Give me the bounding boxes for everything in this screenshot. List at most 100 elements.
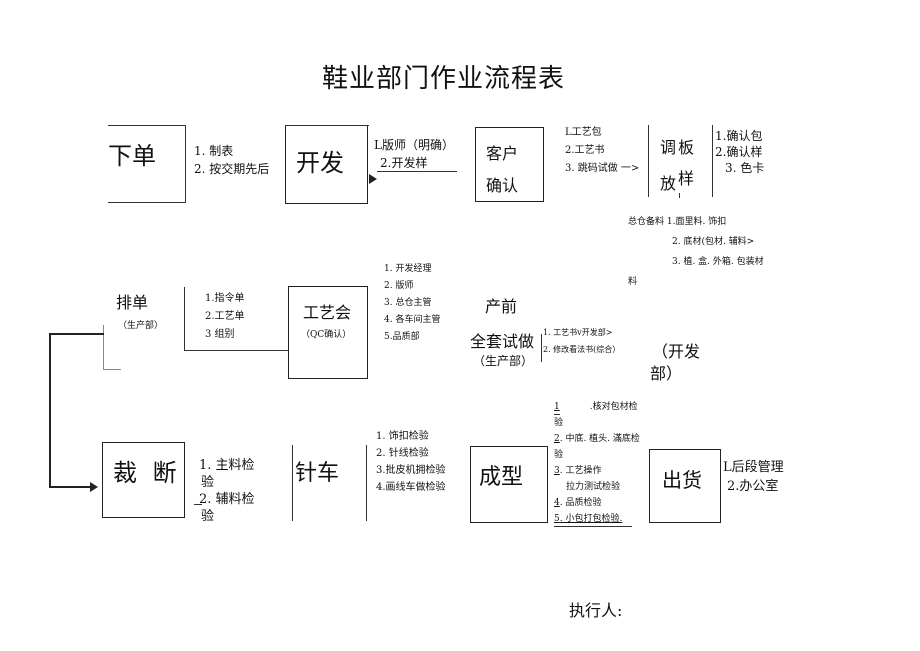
chengxing-step-num: 5 [554,514,560,524]
paidan-divider [184,287,185,351]
tiaoban-char: 样 [678,169,695,188]
chengxing-underline [554,414,560,415]
kehu-label-2: 确认 [486,176,519,195]
paidan-bottom-line [184,350,288,351]
tiaoban-step: 1.确认包 [715,129,763,143]
caiduan-step: 2. 辅料检 [199,492,255,507]
kehu-step: 2.工艺书 [565,145,605,156]
cangku-line: 1.面里料. 饰扣 [666,217,727,227]
caiduan-dash [194,504,202,505]
tiaoban-right-line [712,125,713,197]
xiadan-bottom-line [108,202,186,203]
chanqian-divider [541,334,542,362]
gongyi-label: 工艺会 [303,303,352,322]
tiaoban-steps: 1.确认包 2.确认样 3. 色卡 [715,128,764,176]
cangku-line: 料 [628,277,638,287]
chengxing-step-num: 1 [554,402,560,412]
arrow-icon [369,174,377,184]
gongyi-step: 5.品质部 [384,332,420,342]
kaifabu-line2: 部） [650,364,683,383]
kehu-box: 客户 确认 [475,127,544,202]
connector-top [50,333,104,335]
connector-bottom [49,486,91,488]
kaifa-label: 开发 [296,149,344,177]
gongyi-step: 3. 总仓主管 [384,298,432,308]
xiadan-right-line [185,125,186,203]
zhenche-step: 2. 针线检验 [376,448,429,459]
gongyi-sub: （QC确认） [301,330,352,340]
chanqian-step: 1. 工艺书v开发部> [543,328,613,337]
chanqian-step: 2. 修改看法书(综合） [543,345,621,354]
kehu-step: L工艺包 [565,127,602,138]
chengxing-step-num: 2 [554,434,560,444]
tiaoban-char: 调 [660,138,677,157]
cangku-line: 2. 底材(包材. 辅料> [672,237,755,247]
xiadan-step: 2. 按交期先后 [194,162,270,176]
kaifabu-line1: （开发 [652,342,701,361]
tiaoban-char: 放 [660,174,677,193]
chengxing-step-num: 3 [554,466,560,476]
chengxing-step-num: 4 [554,498,560,508]
xiadan-top-line [108,125,186,126]
kaifa-arrow-line [377,171,457,172]
paidan-step: 2.工艺单 [205,311,245,322]
zhenche-right-line [366,445,367,521]
tiaoban-char: 板 [678,138,695,157]
chengxing-box: 成型 [470,446,548,523]
caiduan-steps: 1. 主料检 验 2. 辅料检 验 [199,457,255,525]
cangku-line: 3. 植. 盒. 外箱. 包装材 [672,257,764,267]
zhenche-step: 3.批皮机拥检验 [376,465,446,476]
cangku-prefix: 总仓备料 [628,217,665,227]
kehu-label-1: 客户 [486,144,519,163]
chengxing-step: . 品质检验 [559,498,602,508]
kehu-steps: L工艺包 2.工艺书 3. 跳码试做 一> [565,124,639,178]
kaifa-step: L版师（明确） [374,138,454,152]
caiduan-step-cont: 验 [201,509,215,524]
chuhuo-box: 出货 [649,449,721,523]
arrow-icon [90,482,98,492]
chengxing-underline [554,526,632,527]
chanqian-steps: 1. 工艺书v开发部> 2. 修改看法书(综合） [543,324,620,358]
chengxing-steps: 1.核对包材检 验 2. 中底. 植头. 滿底检 验 3. 工艺操作 拉力测试检… [554,399,640,527]
paidan-step: 1.指令单 [205,293,245,304]
tiaoban-step: 3. 色卡 [725,161,765,175]
zhenche-step: 4.画线车做检验 [376,482,446,493]
kaifa-step: 2.开发样 [380,156,428,170]
zhenche-left-line [292,445,293,521]
connector-horiz-short [103,369,121,370]
gongyi-step: 1. 开发经理 [384,264,432,274]
executor-label: 执行人: [569,601,623,620]
tiaoban-left-line [648,125,649,197]
chengxing-label: 成型 [479,465,524,490]
gongyi-step: 4. 各车间主管 [384,315,441,325]
chuhuo-steps: L后段管理 2.办公室 [723,458,784,496]
gongyi-step: 2. 版师 [384,281,414,291]
kaifa-steps: L版师（明确） 2.开发样 [374,136,454,172]
cangku-block: 总仓备料 1.面里料. 饰扣 2. 底材(包材. 辅料> 3. 植. 盒. 外箱… [628,212,764,292]
chengxing-step: . 中底. 植头. 滿底检 [559,434,640,444]
chanqian-line1: 产前 [485,297,518,316]
chuhuo-label: 出货 [662,468,702,492]
paidan-step: 3 组别 [205,329,235,340]
chuhuo-step: 2.办公室 [727,479,779,494]
tiaoban-tick [679,193,680,198]
kaifa-top-line [285,125,369,126]
xiadan-step: 1. 制表 [194,144,234,158]
zhenche-label: 针车 [295,461,340,486]
chengxing-step-cont: 验 [554,450,564,460]
paidan-sub: （生产部） [118,321,164,331]
caiduan-step-cont: 验 [201,475,215,490]
kehu-step: 3. 跳码试做 一> [565,163,640,174]
xiadan-label: 下单 [108,142,156,170]
gongyi-box: 工艺会 （QC确认） [288,286,368,379]
paidan-label: 排单 [116,293,149,312]
chuhuo-step: L后段管理 [723,460,784,475]
tiaoban-step: 2.确认样 [715,145,763,159]
caiduan-step: 1. 主料检 [199,458,255,473]
chengxing-step: . 小包打包检验. [559,514,623,524]
zhenche-steps: 1. 饰扣检验 2. 针线检验 3.批皮机拥检验 4.画线车做检验 [376,428,446,496]
paidan-steps: 1.指令单 2.工艺单 3 组别 [205,290,245,344]
kaifa-box: 开发 [285,125,368,204]
chengxing-step-cont: 验 [554,418,564,428]
page-title: 鞋业部门作业流程表 [322,64,566,94]
